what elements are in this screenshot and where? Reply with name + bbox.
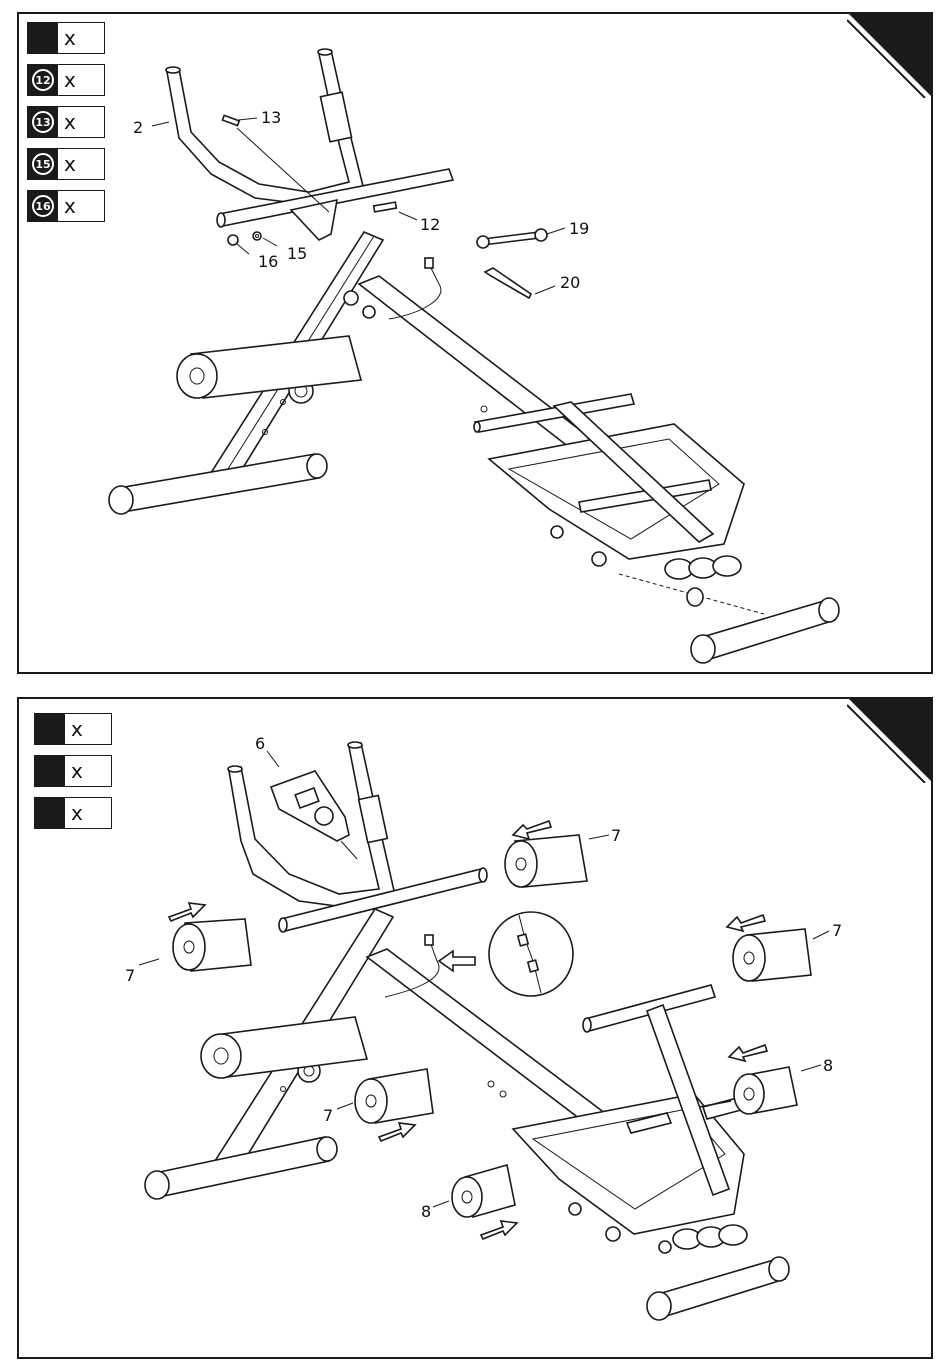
callout-number: 20	[560, 273, 580, 292]
callout-number: 19	[569, 219, 589, 238]
callout-number: 8	[421, 1202, 431, 1221]
callout-number: 2	[133, 118, 143, 137]
end-roller	[452, 1165, 515, 1217]
cable-connector-icon	[425, 935, 433, 945]
foam-roller	[733, 929, 811, 981]
wrench-tool-icon	[477, 229, 547, 248]
assembly-step-panel-1: x 12 x 13 x 15 x 16 x	[17, 12, 933, 674]
rear-base-bar	[647, 1257, 789, 1320]
callout-number: 6	[255, 734, 265, 753]
callout-number: 12	[420, 215, 440, 234]
foam-roller	[505, 835, 587, 887]
detail-zoom-circle	[489, 912, 573, 996]
callout-number: 7	[125, 966, 135, 985]
callout-number: 7	[611, 826, 621, 845]
callout-number: 15	[287, 244, 307, 263]
console-part	[271, 771, 357, 859]
foam-roller	[201, 1017, 367, 1078]
callout-number: 7	[323, 1106, 333, 1125]
cable-connector-icon	[425, 258, 433, 268]
rear-base-bar	[619, 574, 839, 663]
exploded-assembly-drawing-1: 2 13 12 15 16 19 20	[19, 14, 931, 672]
foam-roller	[355, 1069, 433, 1123]
callout-number: 7	[832, 921, 842, 940]
exploded-assembly-drawing-2: 6 7 7 7 7 8 8	[19, 699, 931, 1357]
assembly-step-panel-2: x x x	[17, 697, 933, 1359]
hex-key-tool-icon	[485, 268, 531, 298]
foam-roller	[173, 919, 251, 971]
callout-number: 8	[823, 1056, 833, 1075]
handlebar-part	[166, 49, 363, 206]
foam-roller	[177, 336, 361, 398]
callout-number: 13	[261, 108, 281, 127]
callout-number: 16	[258, 252, 278, 271]
